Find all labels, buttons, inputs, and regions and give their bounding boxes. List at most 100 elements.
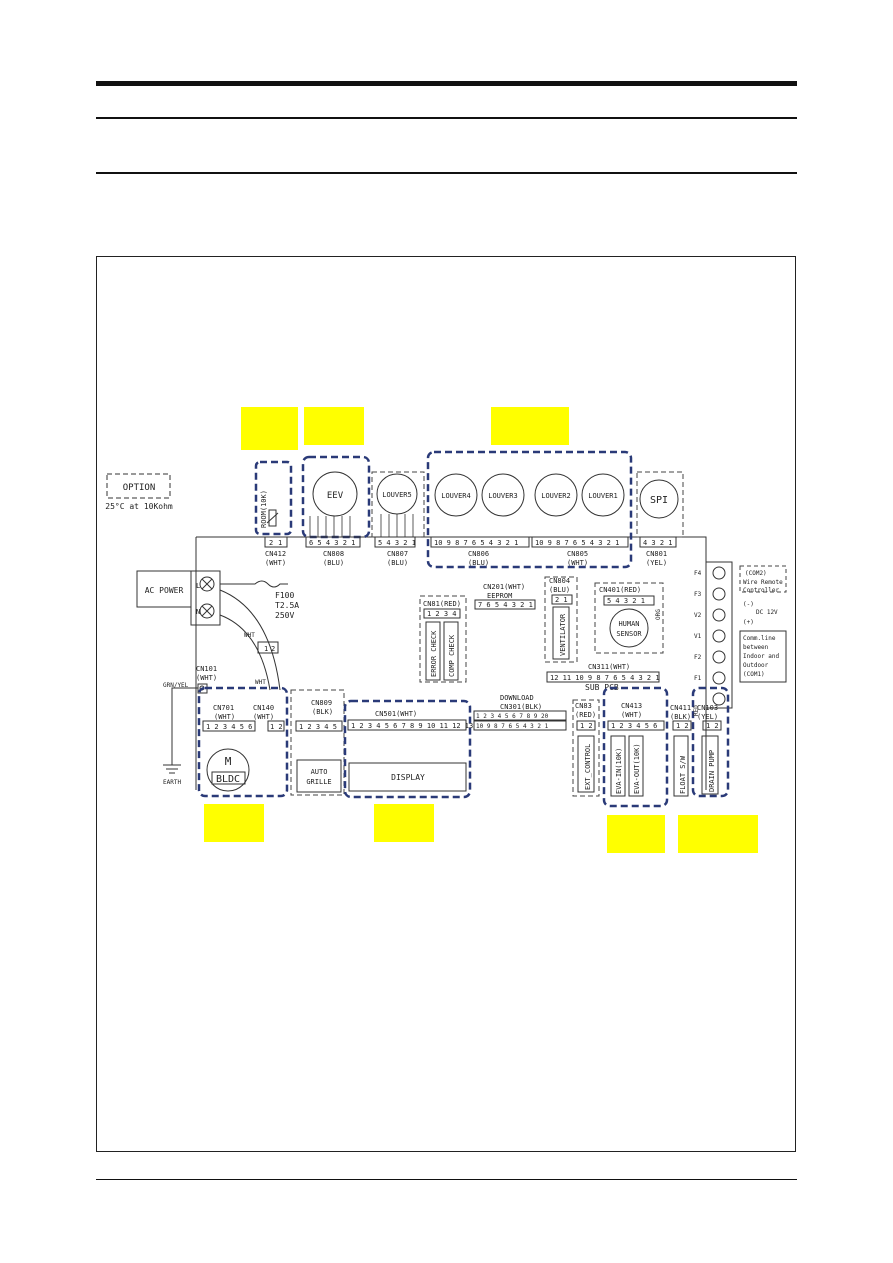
cn701-label: CN701 [213, 704, 234, 712]
header-thick-rule [96, 81, 797, 86]
cn809-color: (BLK) [312, 708, 333, 716]
louver4-label: LOUVER4 [441, 492, 471, 500]
cn401-label: CN401(RED) [599, 586, 641, 594]
motor-m-label: M [225, 755, 232, 768]
wire-wht-label: WHT [244, 632, 255, 639]
cn411-color: (BLK) [670, 713, 691, 721]
display-label: DISPLAY [391, 773, 425, 782]
cn806-color: (BLU) [468, 559, 489, 567]
eev-label: EEV [327, 491, 344, 501]
svg-text:7 6 5 4 3 2 1: 7 6 5 4 3 2 1 [478, 601, 533, 609]
svg-text:10 9 8 7 6 5 4 3 2 1: 10 9 8 7 6 5 4 3 2 1 [434, 539, 518, 547]
svg-text:1 2 3 4 5 6: 1 2 3 4 5 6 [206, 723, 252, 731]
grille-label: GRILLE [306, 778, 331, 786]
minus-label: (-) [743, 601, 754, 608]
term-v2: V2 [694, 612, 702, 619]
spi-label: SPI [650, 495, 668, 506]
eva-out-label: EVA-OUT(10K) [633, 743, 641, 794]
dc-label: DC 12V [756, 609, 778, 616]
cn140-label: CN140 [253, 704, 274, 712]
ac-l-label: L [196, 582, 200, 590]
ventilator-label: VENTILATOR [559, 613, 567, 656]
highlight-tag-louver [491, 407, 569, 445]
svg-text:1 2: 1 2 [580, 722, 593, 730]
louver1-label: LOUVER1 [588, 492, 618, 500]
ac-power-label: AC POWER [145, 586, 184, 595]
float-sw-label: FLOAT S/W [679, 755, 687, 794]
svg-text:2 1: 2 1 [555, 596, 568, 604]
svg-text:1 2: 1 2 [676, 722, 689, 730]
highlight-tag-room [241, 407, 298, 450]
term-f2: F2 [694, 654, 702, 661]
cn301-label: CN301(BLK) [500, 703, 542, 711]
cn201-label: CN201(WHT) [483, 583, 525, 591]
term-v1: V1 [694, 633, 702, 640]
wire-remote-label: Wire Remote [743, 579, 783, 586]
com2-label: (COM2) [745, 570, 767, 577]
term-f1: F1 [694, 675, 702, 682]
header-rule-lower [96, 172, 797, 174]
sub-pcb-label: SUB PCB [585, 683, 619, 692]
diagram-frame [96, 256, 796, 1152]
cn701-color: (WHT) [214, 713, 235, 721]
louver2-label: LOUVER2 [541, 492, 571, 500]
footer-rule [96, 1179, 797, 1180]
cn809-label: CN809 [311, 699, 332, 707]
svg-text:1 2: 1 2 [706, 722, 719, 730]
svg-text:1 2 3 4 5 6: 1 2 3 4 5 6 [611, 722, 657, 730]
cn807-label: CN807 [387, 550, 408, 558]
svg-text:12 11 10 9 8 7 6 5 4 3 2 1: 12 11 10 9 8 7 6 5 4 3 2 1 [550, 674, 660, 682]
earth-label: EARTH [163, 779, 181, 786]
comm-line-2: between [743, 644, 769, 651]
cn501-label: CN501(WHT) [375, 710, 417, 718]
cn103-color: (YEL) [697, 713, 718, 721]
svg-text:1 2 3 4 5: 1 2 3 4 5 [299, 723, 337, 731]
svg-text:1 2 3 4: 1 2 3 4 [427, 610, 457, 618]
cn83-label: CN83 [575, 702, 592, 710]
cn140-color: (WHT) [253, 713, 274, 721]
option-note: 25°C at 10Kohm [105, 502, 173, 511]
comm-line-3: Indoor and [743, 653, 780, 660]
cn413-color: (WHT) [621, 711, 642, 719]
cn801-label: CN801 [646, 550, 667, 558]
fuse-id: F100 [275, 591, 294, 600]
header-rule [96, 117, 797, 119]
ac-n-label: N [196, 608, 200, 616]
louver5-label: LOUVER5 [382, 491, 412, 499]
highlight-tag-motor [204, 804, 264, 842]
wire-wht-label-2: WHT [255, 679, 266, 686]
red-wire-label: RED [693, 705, 700, 716]
cn801-color: (YEL) [646, 559, 667, 567]
svg-text:1: 1 [278, 539, 282, 547]
cn83-color: (RED) [575, 711, 596, 719]
svg-text:2: 2 [271, 645, 275, 653]
svg-text:4 3 2 1: 4 3 2 1 [643, 539, 673, 547]
download-label: DOWNLOAD [500, 694, 534, 702]
svg-text:1: 1 [264, 645, 268, 653]
comm-line-1: Comm.line [743, 635, 776, 642]
highlight-tag-eva [607, 815, 665, 853]
cn804-label: CN804 [549, 577, 570, 585]
svg-text:2: 2 [269, 539, 273, 547]
plus-label: (+) [743, 619, 754, 626]
comp-check-label: COMP CHECK [448, 634, 456, 677]
room-sensor-label: ROOM(10K) [260, 490, 268, 528]
ext-control-label: EXT_CONTROL [584, 744, 592, 790]
auto-label: AUTO [311, 768, 328, 776]
cn411-label: CN411 [670, 704, 691, 712]
svg-text:5 4 3 2 1: 5 4 3 2 1 [378, 539, 416, 547]
bldc-label: BLDC [216, 774, 240, 785]
cn311-label: CN311(WHT) [588, 663, 630, 671]
fuse-rating: T2.5A [275, 601, 299, 610]
cn103-label: CN103 [697, 704, 718, 712]
cn412-color: (WHT) [265, 559, 286, 567]
svg-text:1 2 3 4 5 6 7 8 9 20: 1 2 3 4 5 6 7 8 9 20 [476, 713, 549, 720]
grn-yel-label: GRN/YEL [163, 682, 189, 689]
highlight-tag-display [374, 804, 434, 842]
error-check-label: ERROR CHECK [430, 630, 438, 677]
sensor-label: SENSOR [616, 630, 642, 638]
cn101-label: CN101 [196, 665, 217, 673]
svg-text:1 2 3 4 5 6 7 8 9 10 11 12 13: 1 2 3 4 5 6 7 8 9 10 11 12 13 [351, 722, 473, 730]
highlight-tag-drain [678, 815, 758, 853]
com1-label: (COM1) [743, 671, 765, 678]
